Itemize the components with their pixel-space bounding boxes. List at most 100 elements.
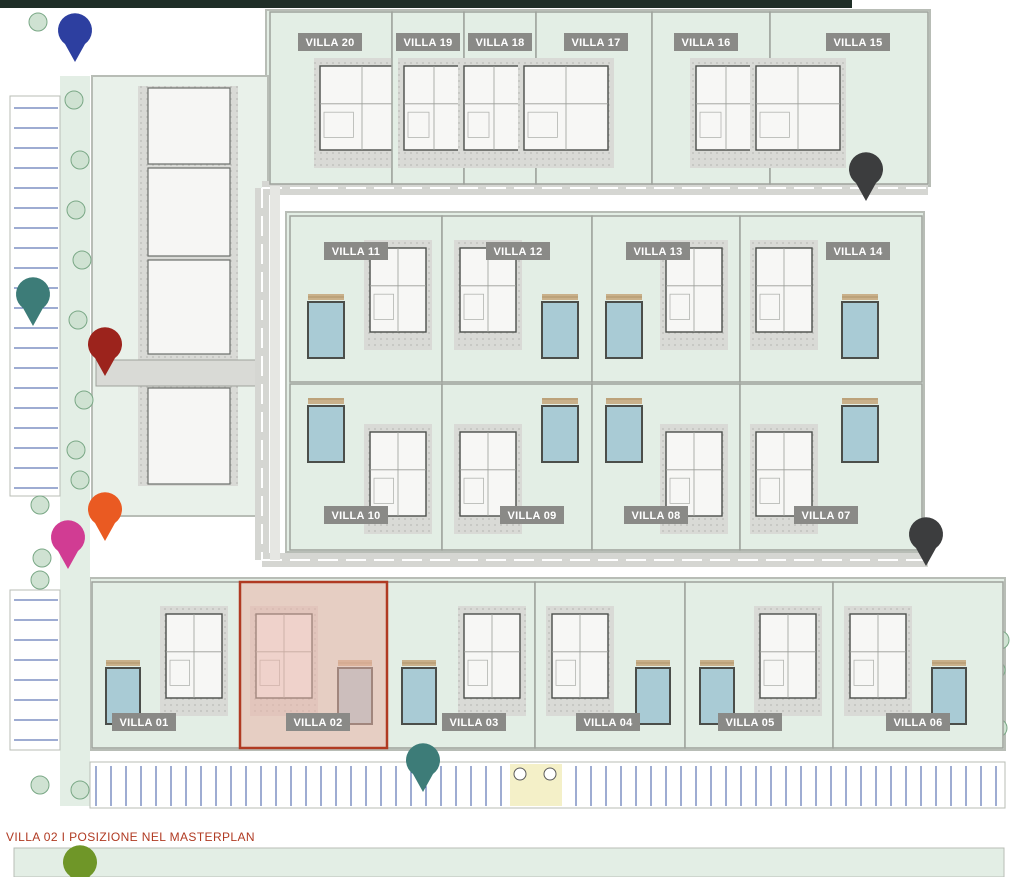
villa-03-label: VILLA 03 <box>442 713 506 731</box>
villa-08-house <box>665 431 723 517</box>
villa-13-plot[interactable] <box>591 215 741 383</box>
villa-13-label: VILLA 13 <box>626 242 690 260</box>
villa-14-label: VILLA 14 <box>826 242 890 260</box>
pool-deck <box>606 398 642 404</box>
villa-05-house <box>759 613 817 699</box>
pool <box>635 667 671 725</box>
villa-10-label: VILLA 10 <box>324 506 388 524</box>
west-building <box>147 87 231 485</box>
villa-15-plot[interactable] <box>750 11 929 185</box>
map-pin-icon[interactable] <box>909 517 943 566</box>
villa-13-house <box>665 247 723 333</box>
pool <box>541 301 579 359</box>
villa-14-plot[interactable] <box>739 215 923 383</box>
villa-15-label: VILLA 15 <box>826 33 890 51</box>
villa-11-label-text: VILLA 11 <box>332 246 380 258</box>
villa-08-label-text: VILLA 08 <box>631 510 680 522</box>
villa-19-label: VILLA 19 <box>396 33 460 51</box>
accessible-icon <box>543 767 557 781</box>
map-pin-icon[interactable] <box>849 152 884 201</box>
west-building-bridge <box>95 359 257 387</box>
villa-04-house <box>551 613 609 699</box>
pool <box>841 405 879 463</box>
map-pin-icon[interactable] <box>88 492 122 541</box>
villa-16-label: VILLA 16 <box>674 33 738 51</box>
villa-17-house <box>523 65 609 151</box>
villa-14-house <box>755 247 813 333</box>
pool-deck <box>636 660 670 666</box>
pool-deck <box>606 294 642 300</box>
map-pin-icon[interactable] <box>15 277 50 326</box>
villa-12-label: VILLA 12 <box>486 242 550 260</box>
pool-deck <box>542 294 578 300</box>
villa-12-plot[interactable] <box>441 215 593 383</box>
map-pin-icon[interactable] <box>58 13 92 63</box>
villa-03-house <box>463 613 521 699</box>
villa-15-house <box>755 65 841 151</box>
villa-11-label: VILLA 11 <box>324 242 388 260</box>
villa-12-label-text: VILLA 12 <box>493 246 542 258</box>
villa-09-label: VILLA 09 <box>500 506 564 524</box>
villa-19-label-text: VILLA 19 <box>403 37 452 49</box>
pool-deck <box>932 660 966 666</box>
villa-03-label-text: VILLA 03 <box>449 717 498 729</box>
accessible-icon <box>513 767 527 781</box>
top-band <box>0 0 852 8</box>
villa-10-plot[interactable] <box>289 383 443 551</box>
villa-18-label: VILLA 18 <box>468 33 532 51</box>
villa-06-label: VILLA 06 <box>886 713 950 731</box>
pool-deck <box>542 398 578 404</box>
villa-03-plot[interactable] <box>386 581 536 749</box>
pool-deck <box>700 660 734 666</box>
west-parking-south <box>9 589 61 751</box>
villa-10-house <box>369 431 427 517</box>
pool-deck <box>842 294 878 300</box>
villa-20-plot[interactable] <box>269 11 410 185</box>
villa-20-label-text: VILLA 20 <box>305 37 354 49</box>
pool-deck <box>106 660 140 666</box>
map-pin-icon[interactable] <box>51 520 85 569</box>
villa-06-plot[interactable] <box>832 581 1004 749</box>
villa-18-label-text: VILLA 18 <box>475 37 524 49</box>
villa-08-label: VILLA 08 <box>624 506 688 524</box>
villa-09-house <box>459 431 517 517</box>
villa-16-label-text: VILLA 16 <box>681 37 730 49</box>
villa-09-label-text: VILLA 09 <box>507 510 556 522</box>
villa-14-label-text: VILLA 14 <box>833 246 883 258</box>
villa-06-house <box>849 613 907 699</box>
villa-07-house <box>755 431 813 517</box>
villa-11-plot[interactable] <box>289 215 443 383</box>
villa-07-label-text: VILLA 07 <box>801 510 850 522</box>
villa-04-label-text: VILLA 04 <box>583 717 633 729</box>
pool-deck <box>842 398 878 404</box>
pool <box>307 405 345 463</box>
villa-16-house <box>695 65 757 151</box>
pool-deck <box>402 660 436 666</box>
villa-17-label-text: VILLA 17 <box>571 37 620 49</box>
villa-07-plot[interactable] <box>739 383 923 551</box>
villa-18-house <box>463 65 525 151</box>
villa-02-label-text: VILLA 02 <box>293 717 342 729</box>
pool <box>401 667 437 725</box>
villa-07-label: VILLA 07 <box>794 506 858 524</box>
villa-08-plot[interactable] <box>591 383 741 551</box>
villa-11-house <box>369 247 427 333</box>
villa-05-label: VILLA 05 <box>718 713 782 731</box>
plan-caption: VILLA 02 I POSIZIONE NEL MASTERPLAN <box>6 830 255 844</box>
map-pin-icon[interactable] <box>63 845 97 877</box>
map-pin-icon[interactable] <box>405 743 440 792</box>
villa-01-house <box>165 613 223 699</box>
south-strip <box>13 847 1005 877</box>
villa-12-house <box>459 247 517 333</box>
villa-04-plot[interactable] <box>534 581 686 749</box>
villa-15-label-text: VILLA 15 <box>833 37 882 49</box>
pool <box>841 301 879 359</box>
villa-09-plot[interactable] <box>441 383 593 551</box>
villa-02-label: VILLA 02 <box>286 713 350 731</box>
villa-05-label-text: VILLA 05 <box>725 717 774 729</box>
map-pin-icon[interactable] <box>88 327 122 376</box>
villa-20-label: VILLA 20 <box>298 33 362 51</box>
pool <box>605 405 643 463</box>
villa-17-plot[interactable] <box>518 11 653 185</box>
